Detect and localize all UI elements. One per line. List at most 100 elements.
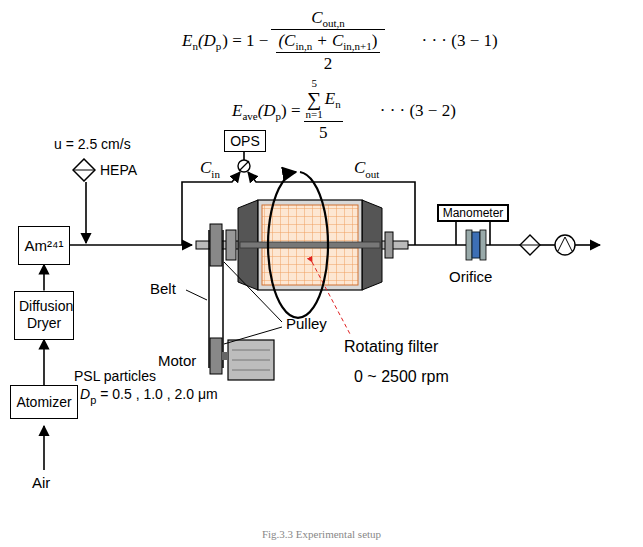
node-text: Diffusion Dryer	[19, 298, 69, 333]
label-text: 0 ~ 2500 rpm	[354, 368, 449, 385]
orifice	[466, 230, 472, 260]
sampling-valve	[239, 161, 249, 171]
flow-lines	[455, 222, 457, 245]
label-text: Air	[32, 474, 50, 491]
label-text: Motor	[158, 352, 196, 369]
subscript: p	[216, 40, 222, 52]
fraction: 5∑n=1En5	[304, 78, 343, 143]
manometer-box: Manometer	[437, 204, 510, 222]
flow-lines	[489, 222, 491, 245]
belt-drive	[210, 338, 222, 374]
label-text: Orifice	[449, 268, 492, 285]
orifice	[466, 230, 486, 260]
label-text: u = 2.5 cm/s	[54, 136, 131, 152]
dryer-box: Diffusion Dryer	[14, 291, 74, 340]
orifice	[480, 230, 486, 260]
label-text: Belt	[150, 280, 176, 297]
denominator: 5	[304, 121, 343, 143]
filter-housing	[196, 200, 408, 290]
label-text: C	[311, 8, 322, 28]
numerator: (Cin,n+ Cin,n+1)	[276, 31, 379, 52]
particle-size: Dp= 0.5 , 1.0 , 2.0 μm	[80, 386, 218, 402]
label-text: 5	[319, 123, 328, 143]
label-text: Rotating filter	[344, 338, 438, 355]
subscript: in,n+1	[343, 40, 372, 52]
flow-lines	[43, 426, 45, 470]
flow-lines	[405, 244, 520, 246]
fraction: Cout,n(Cin,n+ Cin,n+1)2	[271, 8, 384, 74]
flow-velocity: u = 2.5 cm/s	[54, 136, 131, 152]
final-filter-pump	[520, 245, 540, 246]
flow-lines	[85, 182, 87, 243]
node-text: HEPA	[100, 162, 137, 178]
label-text: PSL particles	[74, 368, 156, 384]
subscript: ave	[242, 110, 257, 122]
equation: En(Dp) = 1 −Cout,n(Cin,n+ Cin,n+1)2· · ·…	[182, 8, 498, 74]
subscript: out,n	[322, 17, 344, 29]
speed-range: 0 ~ 2500 rpm	[354, 368, 449, 386]
leader-lines	[224, 327, 282, 344]
label-text: (C	[278, 31, 295, 51]
subscript: n	[192, 40, 198, 52]
belt-drive	[232, 370, 270, 371]
denominator: 2	[276, 52, 379, 74]
flow-lines	[575, 244, 600, 246]
node-text: Manometer	[443, 206, 504, 220]
final-filter-pump	[555, 235, 575, 255]
final-filter-pump	[520, 235, 575, 255]
instrument-box: OPS	[224, 130, 266, 152]
label-text: )	[372, 31, 378, 51]
filter-housing	[240, 242, 380, 248]
part-label: Air	[32, 474, 50, 491]
figure-caption: Fig.3.3 Experimental setup	[0, 528, 643, 540]
part-label: Motor	[158, 352, 196, 369]
belt-drive	[222, 230, 224, 368]
label-text: = 0.5 , 1.0 , 2.0 μm	[100, 386, 217, 402]
label-text: Pulley	[286, 315, 327, 332]
subscript: in,n	[295, 40, 312, 52]
atomizer-box: Atomizer	[10, 385, 77, 419]
flow-arrow	[43, 265, 45, 291]
label-text: C	[200, 158, 211, 177]
label-text: (D	[258, 101, 276, 121]
fraction: (Cin,n+ Cin,n+1)2	[276, 31, 379, 74]
flow-lines	[243, 152, 245, 160]
node-text: Atomizer	[16, 394, 71, 410]
rotation-arrow	[268, 172, 328, 318]
final-filter-pump	[520, 235, 540, 255]
filter-diamond	[73, 159, 95, 181]
flow-lines	[540, 244, 555, 246]
label-text: ) =	[281, 101, 301, 121]
filter-diamond	[73, 170, 95, 171]
label-text: · · · (3 − 1)	[422, 31, 498, 51]
sampling-valve	[238, 160, 250, 172]
label-text: · · · (3 − 2)	[380, 101, 456, 121]
neutralizer-box: Am²⁴¹	[18, 226, 71, 265]
node-text: OPS	[230, 133, 260, 149]
label-text: (D	[198, 31, 216, 51]
denominator: (Cin,n+ Cin,n+1)2	[271, 29, 384, 74]
node-text: Am²⁴¹	[25, 237, 64, 254]
flow-lines	[66, 244, 192, 246]
subscript: p	[90, 394, 96, 406]
belt-drive	[232, 350, 270, 351]
hepa-filter: HEPA	[72, 160, 139, 180]
concentration-label: Cin	[200, 158, 220, 178]
final-filter-pump	[558, 237, 572, 251]
numerator: Cout,n	[309, 8, 347, 29]
belt-drive	[232, 360, 270, 361]
belt-drive	[210, 224, 222, 266]
label-text: ∑	[307, 89, 321, 109]
leader-lines	[224, 262, 282, 322]
filter-housing	[226, 230, 236, 260]
leader-lines	[186, 290, 207, 300]
concentration-label: Cout	[354, 158, 379, 178]
label-text: C	[354, 158, 365, 177]
label-text: E	[232, 101, 242, 121]
subscript: n	[335, 98, 341, 110]
belt-drive	[228, 340, 274, 380]
belt-drive	[208, 230, 210, 368]
